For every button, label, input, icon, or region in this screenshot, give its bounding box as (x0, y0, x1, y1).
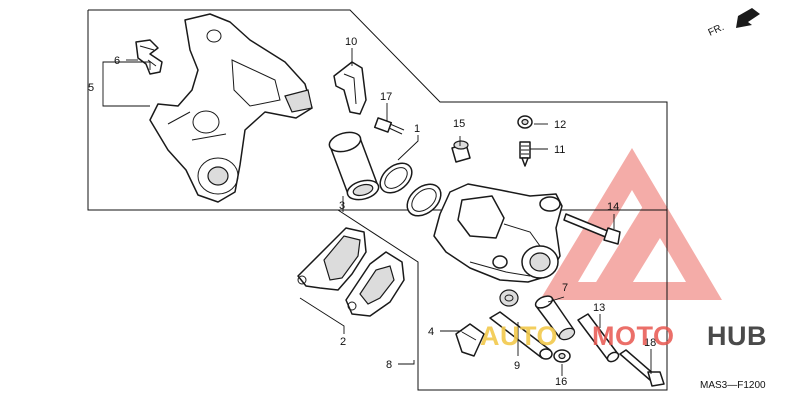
retainer-clip-part (135, 39, 163, 75)
watermark-text-moto: MOTO (592, 321, 675, 351)
callout-3: 3 (339, 200, 345, 212)
callout-10: 10 (345, 36, 357, 48)
pad-pin-bolt-part (373, 117, 405, 135)
piston-seal-part (379, 162, 413, 194)
watermark-triangle-logo (540, 148, 722, 300)
watermark-text-auto: AUTO (480, 321, 558, 351)
pad-shim-part (455, 323, 485, 357)
caliper-bracket-part (149, 13, 313, 203)
pad-spring-part (333, 61, 367, 115)
watermark-wordmark: AUTO MOTO HUB (480, 321, 767, 351)
watermark-text-hub: HUB (707, 321, 767, 351)
front-direction-label: FR. (707, 22, 726, 39)
dust-seal-part (406, 183, 442, 217)
callout-6: 6 (114, 55, 120, 67)
washer-part (553, 349, 571, 363)
callout-12: 12 (554, 119, 566, 131)
bracket-assembly-frame (87, 9, 668, 211)
pin-boot-part (451, 140, 471, 163)
callout-4: 4 (428, 326, 434, 338)
caliper-body-part (433, 183, 563, 307)
leader-lines (102, 48, 652, 376)
callout-7: 7 (562, 282, 568, 294)
callout-18: 18 (644, 337, 656, 349)
pin-dust-boot-part (534, 295, 576, 341)
callout-9: 9 (514, 360, 520, 372)
caliper-pin-bolt-part (563, 213, 621, 245)
callout-1: 1 (414, 123, 420, 135)
slide-pin-part (577, 313, 620, 363)
drawing-code-label: MAS3—F1200 (700, 380, 766, 391)
caliper-assembly-frame (337, 209, 668, 391)
callout-8: 8 (386, 359, 392, 371)
callout-15: 15 (453, 118, 465, 130)
callout-16: 16 (555, 376, 567, 388)
piston-part (328, 131, 380, 201)
callout-numbers: 5 6 10 17 1 3 15 12 11 14 2 4 8 9 7 13 1… (88, 36, 656, 388)
callout-17: 17 (380, 91, 392, 103)
bleed-valve-cap-part (517, 115, 533, 129)
brake-pad-inner-part (297, 227, 367, 291)
callout-2: 2 (340, 336, 346, 348)
callout-13: 13 (593, 302, 605, 314)
pin-sleeve-part (489, 311, 553, 360)
callout-11: 11 (554, 144, 565, 156)
callout-14: 14 (607, 201, 619, 213)
callout-5: 5 (88, 82, 94, 94)
bleed-valve-part (519, 141, 531, 167)
front-direction-arrow-icon (736, 8, 760, 28)
mounting-bolt-part (619, 349, 665, 387)
brake-pad-outer-part (345, 251, 405, 317)
